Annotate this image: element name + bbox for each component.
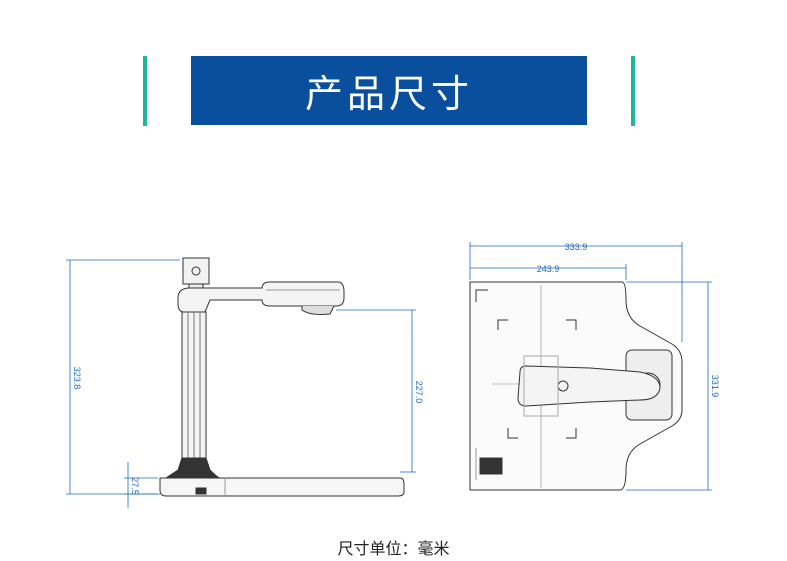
unit-caption: 尺寸单位：毫米 xyxy=(337,539,450,558)
indicator-light xyxy=(479,457,503,475)
pole-base xyxy=(164,457,221,479)
side-dimensions xyxy=(66,259,416,508)
page-title: 产品尺寸 xyxy=(304,72,473,116)
total-height-label: 323.8 xyxy=(72,367,82,390)
side-view xyxy=(159,257,405,497)
title-banner: 产品尺寸 xyxy=(191,56,587,125)
top-dimensions xyxy=(469,242,712,491)
right-accent-bar xyxy=(631,56,635,126)
top-view xyxy=(469,281,683,491)
overall-width-label: 333.9 xyxy=(565,242,588,252)
left-accent-bar xyxy=(143,56,147,126)
camera-arm-top xyxy=(517,365,661,407)
base-height-label: 27.5 xyxy=(130,477,140,495)
base-plate xyxy=(159,477,405,497)
camera-lens xyxy=(191,266,201,276)
camera-housing xyxy=(182,257,210,285)
camera-height-label: 227.0 xyxy=(414,381,424,404)
inner-width-label: 243.9 xyxy=(537,264,560,274)
depth-label: 331.9 xyxy=(710,375,720,398)
